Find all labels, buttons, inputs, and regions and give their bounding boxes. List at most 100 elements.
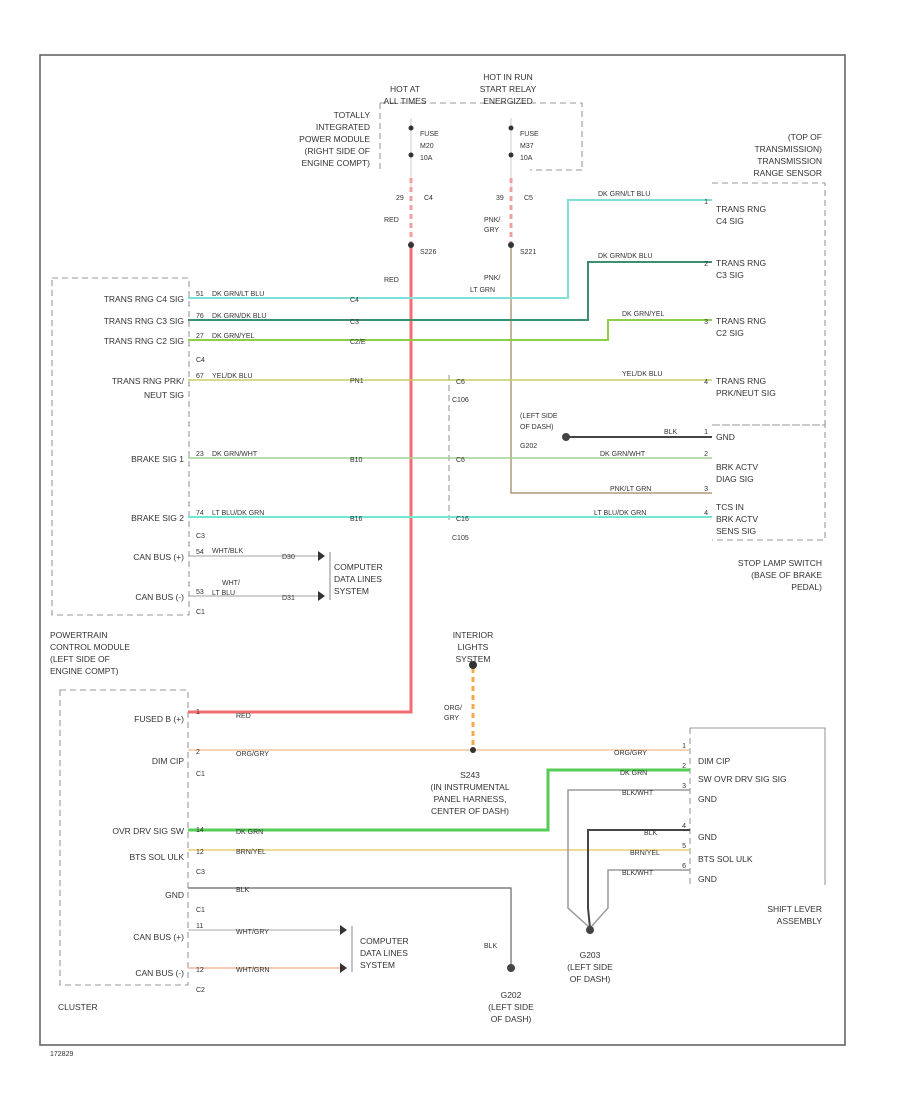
can1-line-1: COMPUTER <box>334 562 383 572</box>
sh-row-gnd6: GND <box>698 874 717 884</box>
code-pn: PN1 <box>350 378 364 385</box>
cl-row-fused: FUSED B (+) <box>134 714 184 724</box>
clg-line-3: OF DASH) <box>491 1014 532 1024</box>
tr-label-2: TRANSMISSION) <box>754 144 822 154</box>
cl-row-gnd: GND <box>165 890 184 900</box>
stop-lamp-wire-labels: BLK DK GRN/WHT PNK/LT GRN LT BLU/DK GRN <box>594 429 678 517</box>
s243-line-4: CENTER OF DASH) <box>431 806 509 816</box>
pcm-row-c4: TRANS RNG C4 SIG <box>104 294 184 304</box>
pcm-row-can-pos: CAN BUS (+) <box>133 552 184 562</box>
cl-row-ovr: OVR DRV SIG SW <box>112 826 184 836</box>
sl-row-tcs-2: BRK ACTV <box>716 514 758 524</box>
cl-wl-blk: BLK <box>236 887 250 894</box>
pcm-label-3: (LEFT SIDE OF <box>50 654 110 664</box>
pcm-conn-c4: C4 <box>196 357 205 364</box>
hot-run-line-3: ENERGIZED <box>483 96 533 106</box>
tr-pin-1: 1 <box>704 199 708 206</box>
hot-at-line-2: ALL TIMES <box>384 96 427 106</box>
cl-conn-c1: C1 <box>196 771 205 778</box>
can-arrow-1a <box>318 551 325 561</box>
tr-row-c2-2: C2 SIG <box>716 328 744 338</box>
fuse-m20-line-1: FUSE <box>420 131 439 138</box>
sh-pin-4: 4 <box>682 823 686 830</box>
cluster-wire-labels: RED ORG/GRY DK GRN BRN/YEL BLK WHT/GRY W… <box>236 713 498 974</box>
cl-ground-wire: BLK <box>484 943 498 950</box>
code-c2b: C6 <box>456 457 465 464</box>
conn-c4-tipm: C4 <box>424 195 433 202</box>
sh-wl-blkwht2: BLK/WHT <box>622 870 654 877</box>
interior-lights-connector <box>469 661 477 669</box>
can-arrow-1b <box>318 591 325 601</box>
tr-row-c2-1: TRANS RNG <box>716 316 766 326</box>
tr-wl-c3: DK GRN/DK BLU <box>598 253 652 260</box>
sh-row-bts: BTS SOL ULK <box>698 854 753 864</box>
wire-cluster-gnd <box>188 887 512 968</box>
tipm-label: TOTALLY INTEGRATED POWER MODULE (RIGHT S… <box>299 110 370 168</box>
sh-wl-blkwht: BLK/WHT <box>622 790 654 797</box>
can-arrow-2a <box>340 925 347 935</box>
sh-wl-org: ORG/GRY <box>614 750 647 757</box>
tr-row-c3-2: C3 SIG <box>716 270 744 280</box>
int-wire-1: ORG/ <box>444 705 462 712</box>
stop-lamp-ground-label: (LEFT SIDE OF DASH) G202 <box>520 413 558 450</box>
pcm-label: POWERTRAIN CONTROL MODULE (LEFT SIDE OF … <box>50 630 130 676</box>
pcm-label-2: CONTROL MODULE <box>50 642 130 652</box>
shift-lever-label: SHIFT LEVER ASSEMBLY <box>767 904 822 926</box>
pcm-left-labels: TRANS RNG C4 SIG TRANS RNG C3 SIG TRANS … <box>104 294 185 602</box>
wl-c4: DK GRN/LT BLU <box>212 291 264 298</box>
slg-line-3: G202 <box>520 443 537 450</box>
tr-label-4: RANGE SENSOR <box>754 168 823 178</box>
wire-c2 <box>188 319 712 341</box>
code-c6: C6 <box>456 379 465 386</box>
can1-line-2: DATA LINES <box>334 574 382 584</box>
code-can-neg: D31 <box>282 595 295 602</box>
wl-prk: YEL/DK BLU <box>212 373 252 380</box>
fuse-m37-dot-bottom <box>508 152 514 158</box>
tipm-line-4: (RIGHT SIDE OF <box>305 146 371 156</box>
code-c2: C2/E <box>350 339 366 346</box>
cl-pin-1: 1 <box>196 709 200 716</box>
pcm-pin-53: 53 <box>196 589 204 596</box>
cluster-pins: 1 2 14 12 11 12 C1 C3 C1 C2 <box>196 709 205 994</box>
pcm-pin-51: 51 <box>196 291 204 298</box>
sl-wl-grn: DK GRN/WHT <box>600 451 646 458</box>
sh-pin-1: 1 <box>682 743 686 750</box>
fuse-m37-label: FUSE M37 10A <box>520 131 539 162</box>
pcm-conn-c1: C1 <box>196 609 205 616</box>
cl-conn-c1b: C1 <box>196 907 205 914</box>
cl-wl-brn: BRN/YEL <box>236 849 266 856</box>
mid-circuit-codes: C4 C3 C2/E PN1 B10 B16 D30 D31 C6 C106 C… <box>282 297 469 602</box>
s243-line-3: PANEL HARNESS, <box>434 794 507 804</box>
slg-line-2: OF DASH) <box>520 424 553 431</box>
tr-row-c4-2: C4 SIG <box>716 216 744 226</box>
wire-red-main <box>188 245 413 714</box>
wire-ovr-drv <box>188 768 690 832</box>
int-label-1: INTERIOR <box>453 630 494 640</box>
sl-row-tcs-1: TCS IN <box>716 502 744 512</box>
int-label-3: SYSTEM <box>456 654 491 664</box>
wl-brake2: LT BLU/DK GRN <box>212 510 264 517</box>
ground-g203 <box>586 926 594 934</box>
sh-pin-6: 6 <box>682 863 686 870</box>
pcm-conn-c3: C3 <box>196 533 205 540</box>
splice-s221 <box>508 242 514 248</box>
cl-pin-2: 2 <box>196 749 200 756</box>
code-brk2: B16 <box>350 516 363 523</box>
pcm-box <box>51 277 190 616</box>
stop-lamp-box <box>712 424 826 541</box>
sl-pin-4: 4 <box>704 510 708 517</box>
code-c4: C4 <box>350 297 359 304</box>
pcm-row-brake1: BRAKE SIG 1 <box>131 454 184 464</box>
cl-pin-12b: 12 <box>196 967 204 974</box>
pin-39: 39 <box>496 195 504 202</box>
tr-row-c3-1: TRANS RNG <box>716 258 766 268</box>
splice-s226-label: S226 <box>420 249 436 256</box>
fuse-m37-dot-top <box>508 125 514 131</box>
can-system-2: COMPUTER DATA LINES SYSTEM <box>360 936 409 970</box>
sh-row-gnd3: GND <box>698 794 717 804</box>
sl-row-diag-2: DIAG SIG <box>716 474 754 484</box>
tr-pin-3: 3 <box>704 319 708 326</box>
wl-can-pos: WHT/BLK <box>212 548 243 555</box>
ground-g202-stop <box>562 433 570 441</box>
tipm-box <box>379 102 583 171</box>
